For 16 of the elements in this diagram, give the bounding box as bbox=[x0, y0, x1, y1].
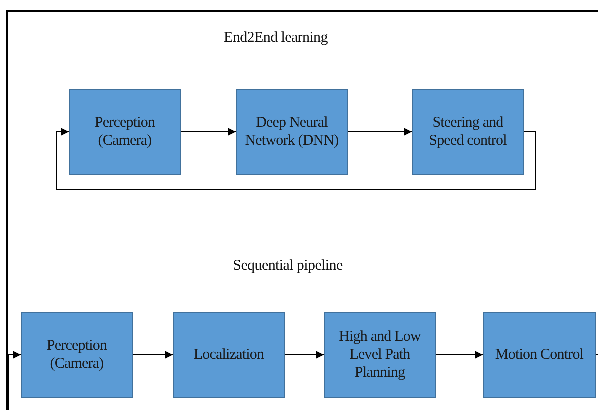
section-heading: End2End learning bbox=[224, 30, 328, 47]
section-heading: Sequential pipeline bbox=[233, 258, 343, 275]
process-box: Deep Neural Network (DNN) bbox=[236, 89, 348, 175]
process-box: High and Low Level Path Planning bbox=[324, 312, 436, 398]
process-box: Motion Control bbox=[483, 312, 596, 398]
arrow bbox=[284, 351, 324, 359]
arrow bbox=[436, 351, 484, 359]
process-box: Perception (Camera) bbox=[69, 89, 181, 175]
arrow bbox=[8, 351, 22, 410]
arrow bbox=[180, 128, 236, 136]
process-box: Localization bbox=[173, 312, 285, 398]
arrow bbox=[348, 128, 412, 136]
process-box: Perception (Camera) bbox=[21, 312, 133, 398]
process-box: Steering and Speed control bbox=[412, 89, 524, 175]
arrow bbox=[132, 351, 174, 359]
arrow bbox=[56, 128, 536, 190]
